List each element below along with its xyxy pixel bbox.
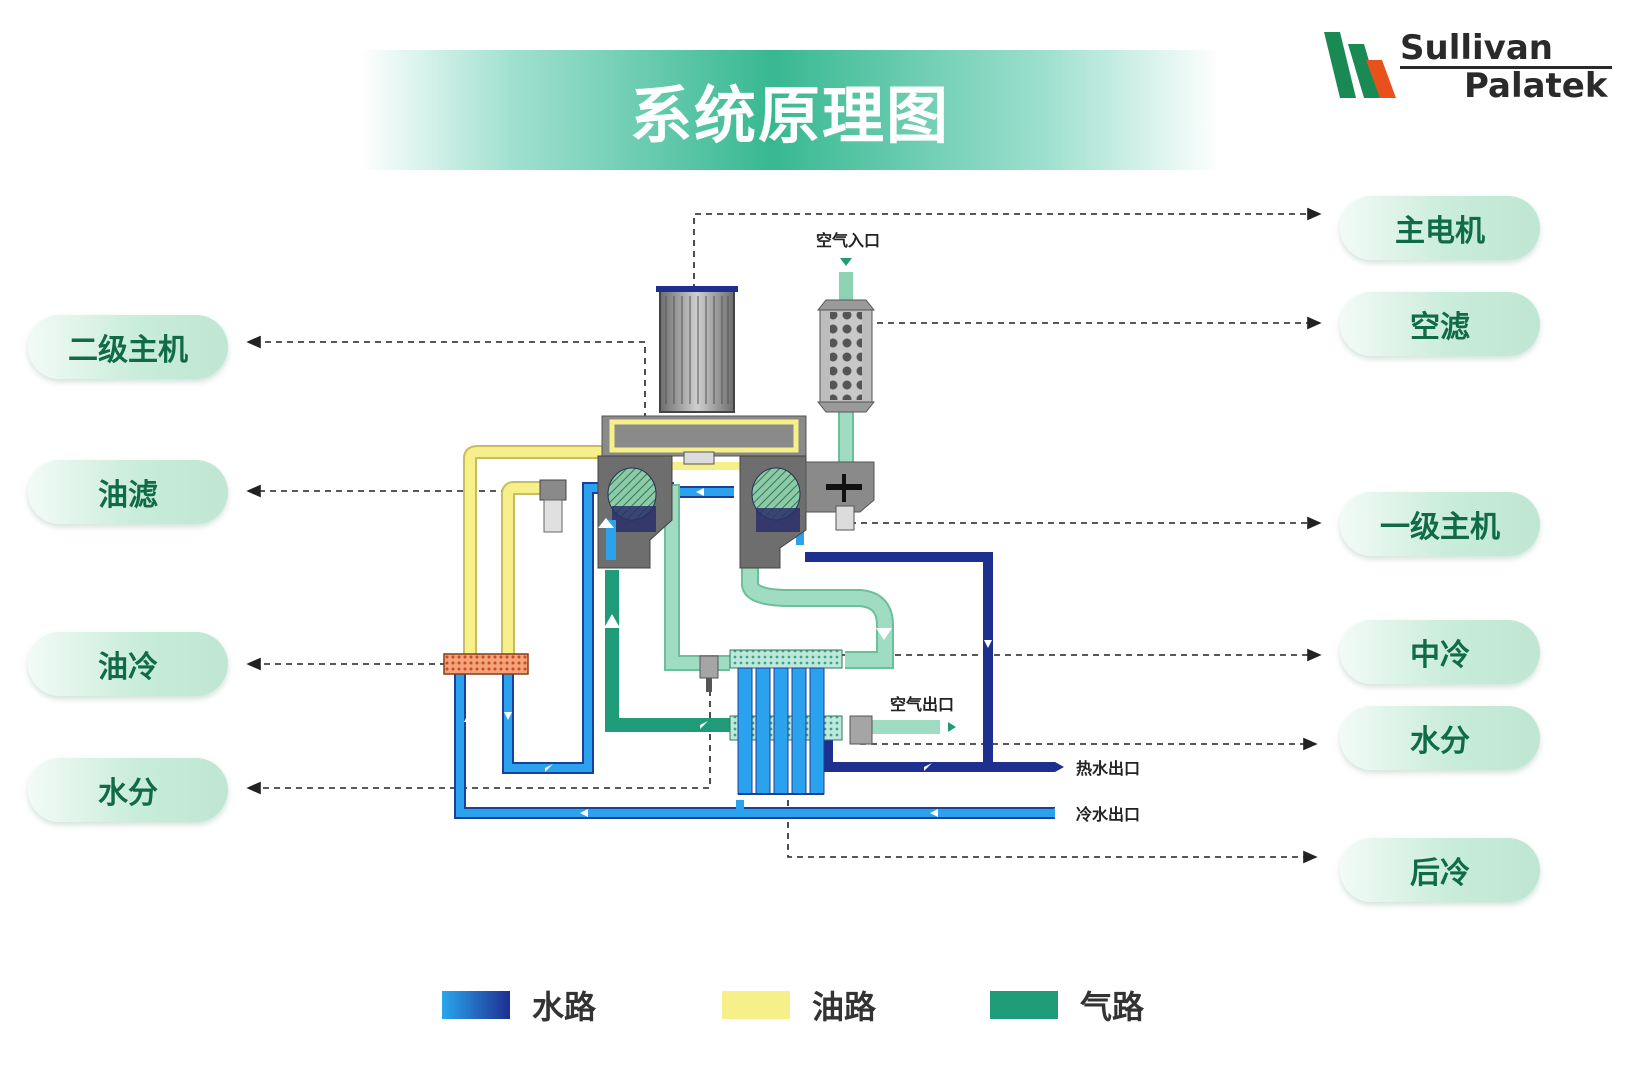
moisture-separators: [699, 655, 873, 745]
leader-secondary-stage: [246, 335, 646, 430]
legend-label-oil: 油路: [812, 988, 877, 1026]
pill-secondary-stage: 二级主机: [28, 315, 228, 379]
legend-swatch-water: [442, 991, 510, 1019]
logo-rule: [1400, 66, 1612, 69]
oil-pipe-inner: [501, 481, 545, 655]
label-hot-water-outlet: 热水出口: [1076, 759, 1140, 778]
label-air-outlet: 空气出口: [890, 695, 954, 714]
legend-item-air: 气路: [990, 985, 1145, 1026]
logo-text-palatek: Palatek: [1464, 66, 1608, 106]
pill-oil-filter: 油滤: [28, 460, 228, 524]
water-pipe-hot: [805, 552, 1055, 772]
legend-item-water: 水路: [442, 985, 597, 1026]
brand-logo: Sullivan Palatek: [1322, 28, 1622, 108]
oil-cooler: [443, 653, 529, 675]
main-motor: [656, 286, 738, 413]
heat-exchanger: [729, 649, 843, 795]
pill-aftercooler: 后冷: [1340, 838, 1540, 902]
leader-moisture-left: [246, 690, 711, 795]
pill-air-filter: 空滤: [1340, 292, 1540, 356]
label-cold-water-outlet: 冷水出口: [1076, 805, 1140, 824]
logo-text-sullivan: Sullivan: [1400, 28, 1553, 68]
pill-intercooler: 中冷: [1340, 620, 1540, 684]
legend-swatch-air: [990, 991, 1058, 1019]
pill-moisture-left: 水分: [28, 758, 228, 822]
air-pipe-primary-out: [741, 565, 894, 669]
secondary-stage-airend: [597, 455, 673, 569]
label-air-inlet: 空气入口: [816, 231, 880, 250]
legend-label-water: 水路: [532, 988, 597, 1026]
leader-lines: [246, 207, 1322, 864]
pill-moisture-right: 水分: [1340, 706, 1540, 770]
legend-item-oil: 油路: [722, 985, 877, 1026]
inlet-valve: [805, 461, 875, 531]
page-title: 系统原理图: [629, 79, 950, 152]
gearbox-housing: [601, 415, 807, 465]
pill-oil-cooler: 油冷: [28, 632, 228, 696]
leader-main-motor: [693, 207, 1322, 290]
logo-mark-icon: [1324, 32, 1396, 98]
pill-primary-stage: 一级主机: [1340, 492, 1540, 556]
air-filter: [816, 299, 876, 413]
leader-aftercooler: [787, 800, 1318, 864]
flow-arrows: [464, 488, 992, 817]
title-banner: [360, 50, 1220, 170]
legend-label-air: 气路: [1080, 988, 1145, 1026]
legend-swatch-oil: [722, 991, 790, 1019]
primary-stage-airend: [739, 455, 807, 569]
pill-main-motor: 主电机: [1340, 196, 1540, 260]
oil-filter: [539, 479, 567, 533]
